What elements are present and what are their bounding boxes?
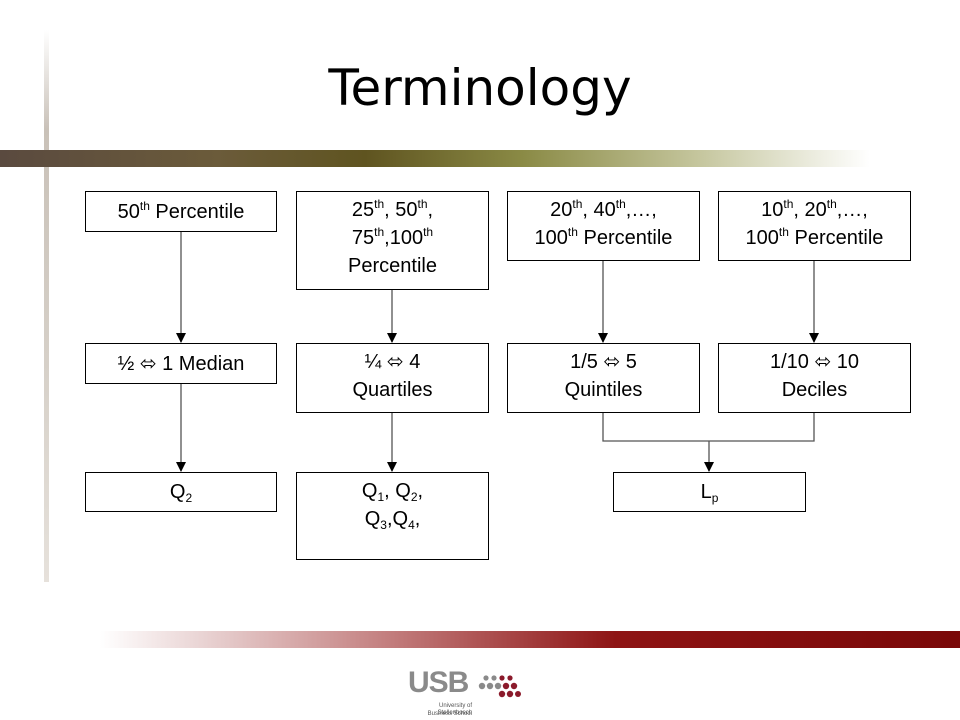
box-quartiles: ¼ ⬄ 4 Quartiles [296,343,489,413]
bracket-quintiles-deciles [602,413,815,442]
box-quintiles: 1/5 ⬄ 5 Quintiles [507,343,700,413]
logo-university-line: University of Stellenbosch [437,703,472,716]
decorative-vertical-line [44,30,49,582]
box-deciles: 1/10 ⬄ 10 Deciles [718,343,911,413]
box-q2: Q2 [85,472,277,512]
usb-logo-icon [478,675,521,698]
box-50th-percentile: 50th Percentile [85,191,277,232]
box-quartile-percentiles: 25th, 50th, 75th,100th Percentile [296,191,489,290]
usb-logo-text: USB [408,666,469,699]
box-lp: Lp [613,472,806,512]
logo-school-line: Business School [427,711,472,717]
slide-title: Terminology [328,59,632,117]
box-quartile-symbols: Q1, Q2, Q3,Q4, [296,472,489,560]
box-median: ½ ⬄ 1 Median [85,343,277,384]
title-underline-band [0,150,870,167]
box-quintile-percentiles: 20th, 40th,…, 100th Percentile [507,191,700,261]
footer-band [100,631,960,648]
box-decile-percentiles: 10th, 20th,…, 100th Percentile [718,191,911,261]
